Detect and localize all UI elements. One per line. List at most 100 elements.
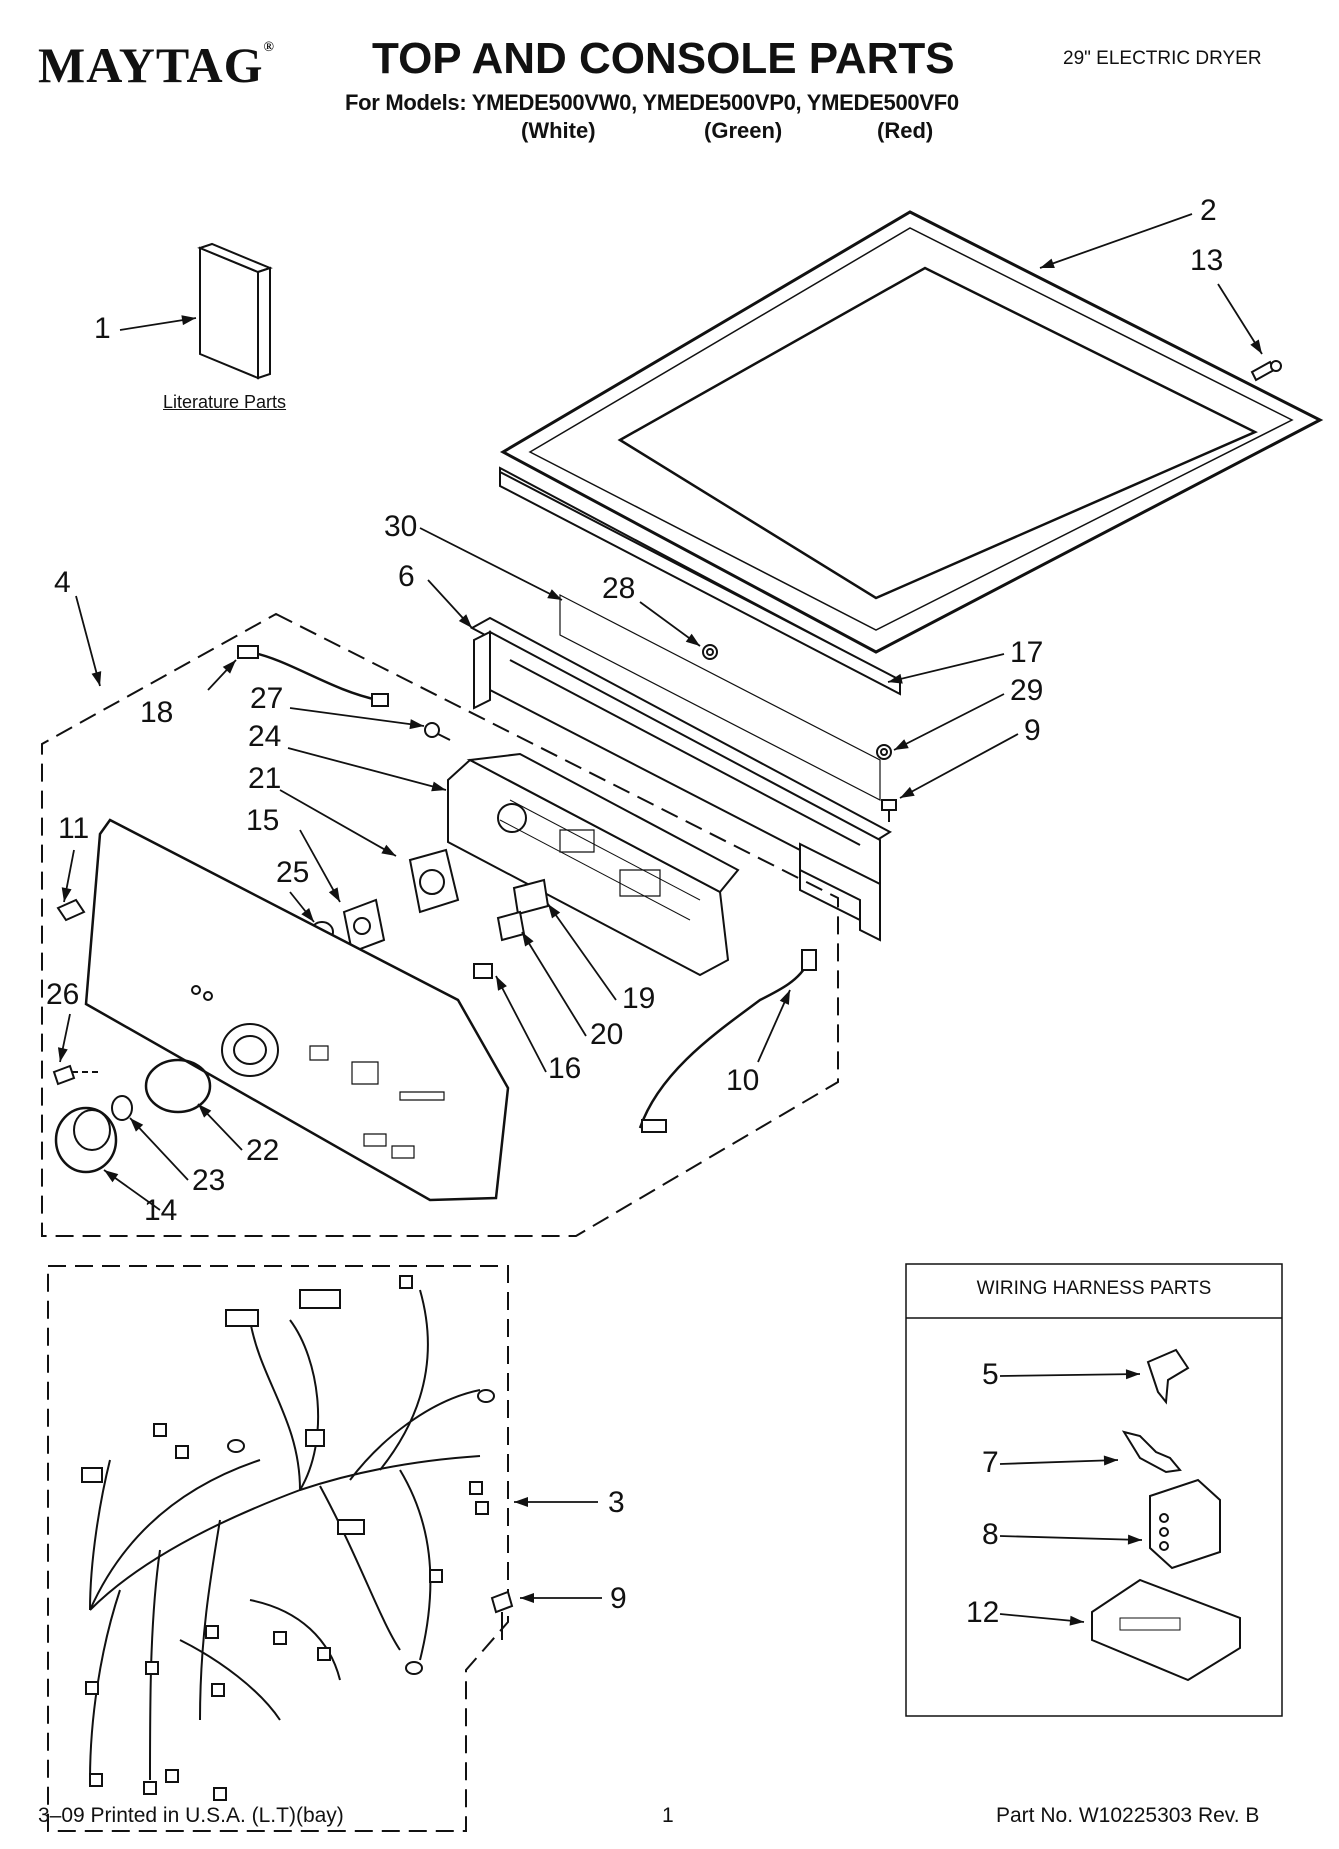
leader-arrowhead	[888, 673, 903, 684]
models-line: For Models: YMEDE500VW0, YMEDE500VP0, YM…	[345, 90, 959, 115]
leader-line	[1000, 1614, 1084, 1622]
leader-arrowhead	[61, 887, 72, 902]
knob-14	[56, 1108, 116, 1172]
leader-line	[496, 976, 546, 1072]
callout-11: 11	[58, 812, 90, 845]
leader-arrowhead	[1069, 1615, 1084, 1626]
part-11	[58, 900, 84, 920]
ring-23	[112, 1096, 132, 1120]
leader-arrowhead	[1127, 1534, 1142, 1545]
leader-line	[288, 748, 446, 790]
literature-parts-booklet	[200, 244, 270, 378]
leader-line	[548, 904, 616, 1000]
leader-line	[522, 932, 586, 1036]
clip-29	[877, 745, 891, 759]
screw-13	[1252, 361, 1281, 380]
harness-18	[238, 646, 388, 706]
clip-5	[1148, 1350, 1188, 1402]
harness-10	[640, 950, 816, 1132]
callout-3: 3	[608, 1486, 625, 1519]
leader-arrowhead	[431, 781, 446, 792]
bezel-22	[146, 1060, 210, 1112]
leader-arrowhead	[894, 739, 909, 750]
electronic-control-board	[448, 754, 738, 975]
leader-arrowhead	[522, 932, 534, 947]
callout-22: 22	[246, 1134, 280, 1167]
callout-24: 24	[248, 720, 282, 753]
leader-line	[130, 1118, 188, 1180]
variant-green: (Green)	[704, 118, 783, 143]
callout-25: 25	[276, 856, 310, 889]
leader-arrowhead	[1103, 1455, 1118, 1466]
leader-line	[888, 654, 1004, 682]
leader-arrows	[57, 214, 1262, 1626]
callout-20: 20	[590, 1018, 624, 1051]
terminal-7	[1124, 1432, 1180, 1472]
console-bracket	[472, 595, 890, 940]
main-harness-boundary	[48, 1266, 508, 1831]
leader-arrowhead	[409, 719, 424, 730]
callout-4: 4	[54, 566, 71, 599]
leader-arrowhead	[328, 887, 340, 902]
callout-16: 16	[548, 1052, 582, 1085]
callout-19: 19	[622, 982, 656, 1015]
leader-arrowhead	[1250, 339, 1262, 354]
screw-9-top	[882, 800, 896, 822]
variant-red: (Red)	[877, 118, 934, 143]
callout-27: 27	[250, 682, 284, 715]
callout-29: 29	[1010, 674, 1044, 707]
screw-27	[425, 723, 450, 740]
callout-17: 17	[1010, 636, 1044, 669]
leader-line	[1040, 214, 1192, 268]
dryer-top-panel	[500, 212, 1320, 676]
callout-6: 6	[398, 560, 415, 593]
callout-14: 14	[144, 1194, 178, 1227]
callout-10: 10	[726, 1064, 760, 1097]
leader-arrowhead	[104, 1170, 119, 1183]
leader-arrowhead	[381, 844, 396, 856]
main-wire-harness	[82, 1276, 494, 1800]
callout-18: 18	[140, 696, 174, 729]
leader-arrowhead	[685, 633, 700, 646]
leader-line	[1000, 1460, 1118, 1464]
leader-line	[290, 708, 424, 726]
callout-2: 2	[1200, 194, 1217, 227]
leader-arrowhead	[548, 904, 561, 919]
callout-5: 5	[982, 1358, 999, 1391]
callout-1: 1	[94, 312, 111, 345]
screw-9-bottom	[492, 1592, 512, 1640]
leader-line	[1000, 1374, 1140, 1376]
switch-15	[344, 900, 384, 952]
button-16	[474, 964, 492, 978]
clip-28	[703, 645, 717, 659]
leader-arrowhead	[198, 1104, 212, 1118]
callout-26: 26	[46, 978, 80, 1011]
leader-arrowhead	[458, 614, 472, 628]
leader-line	[894, 694, 1004, 750]
console-assembly-boundary	[42, 614, 838, 1236]
leader-arrowhead	[222, 660, 236, 674]
leader-arrowhead	[1125, 1369, 1140, 1380]
leader-arrowhead	[181, 315, 196, 326]
page-title: TOP AND CONSOLE PARTS	[372, 34, 955, 83]
screw-26	[54, 1066, 100, 1084]
leader-arrowhead	[130, 1118, 144, 1132]
button-20	[498, 912, 524, 940]
top-seal-strip	[500, 472, 900, 694]
callout-21: 21	[248, 762, 282, 795]
brand-logo: MAYTAG®	[38, 37, 275, 93]
leader-arrowhead	[57, 1047, 68, 1062]
leader-arrowhead	[547, 589, 562, 600]
leader-arrowhead	[301, 907, 314, 922]
console-panel	[86, 820, 508, 1200]
callout-9-top: 9	[1024, 714, 1041, 747]
callout-30: 30	[384, 510, 418, 543]
leader-arrowhead	[514, 1497, 528, 1507]
leader-arrowhead	[900, 786, 915, 798]
callout-9-bottom: 9	[610, 1582, 627, 1615]
variant-white: (White)	[521, 118, 596, 143]
leader-line	[280, 790, 396, 856]
encoder-21	[410, 850, 458, 912]
callout-15: 15	[246, 804, 280, 837]
connector-8	[1150, 1480, 1220, 1568]
